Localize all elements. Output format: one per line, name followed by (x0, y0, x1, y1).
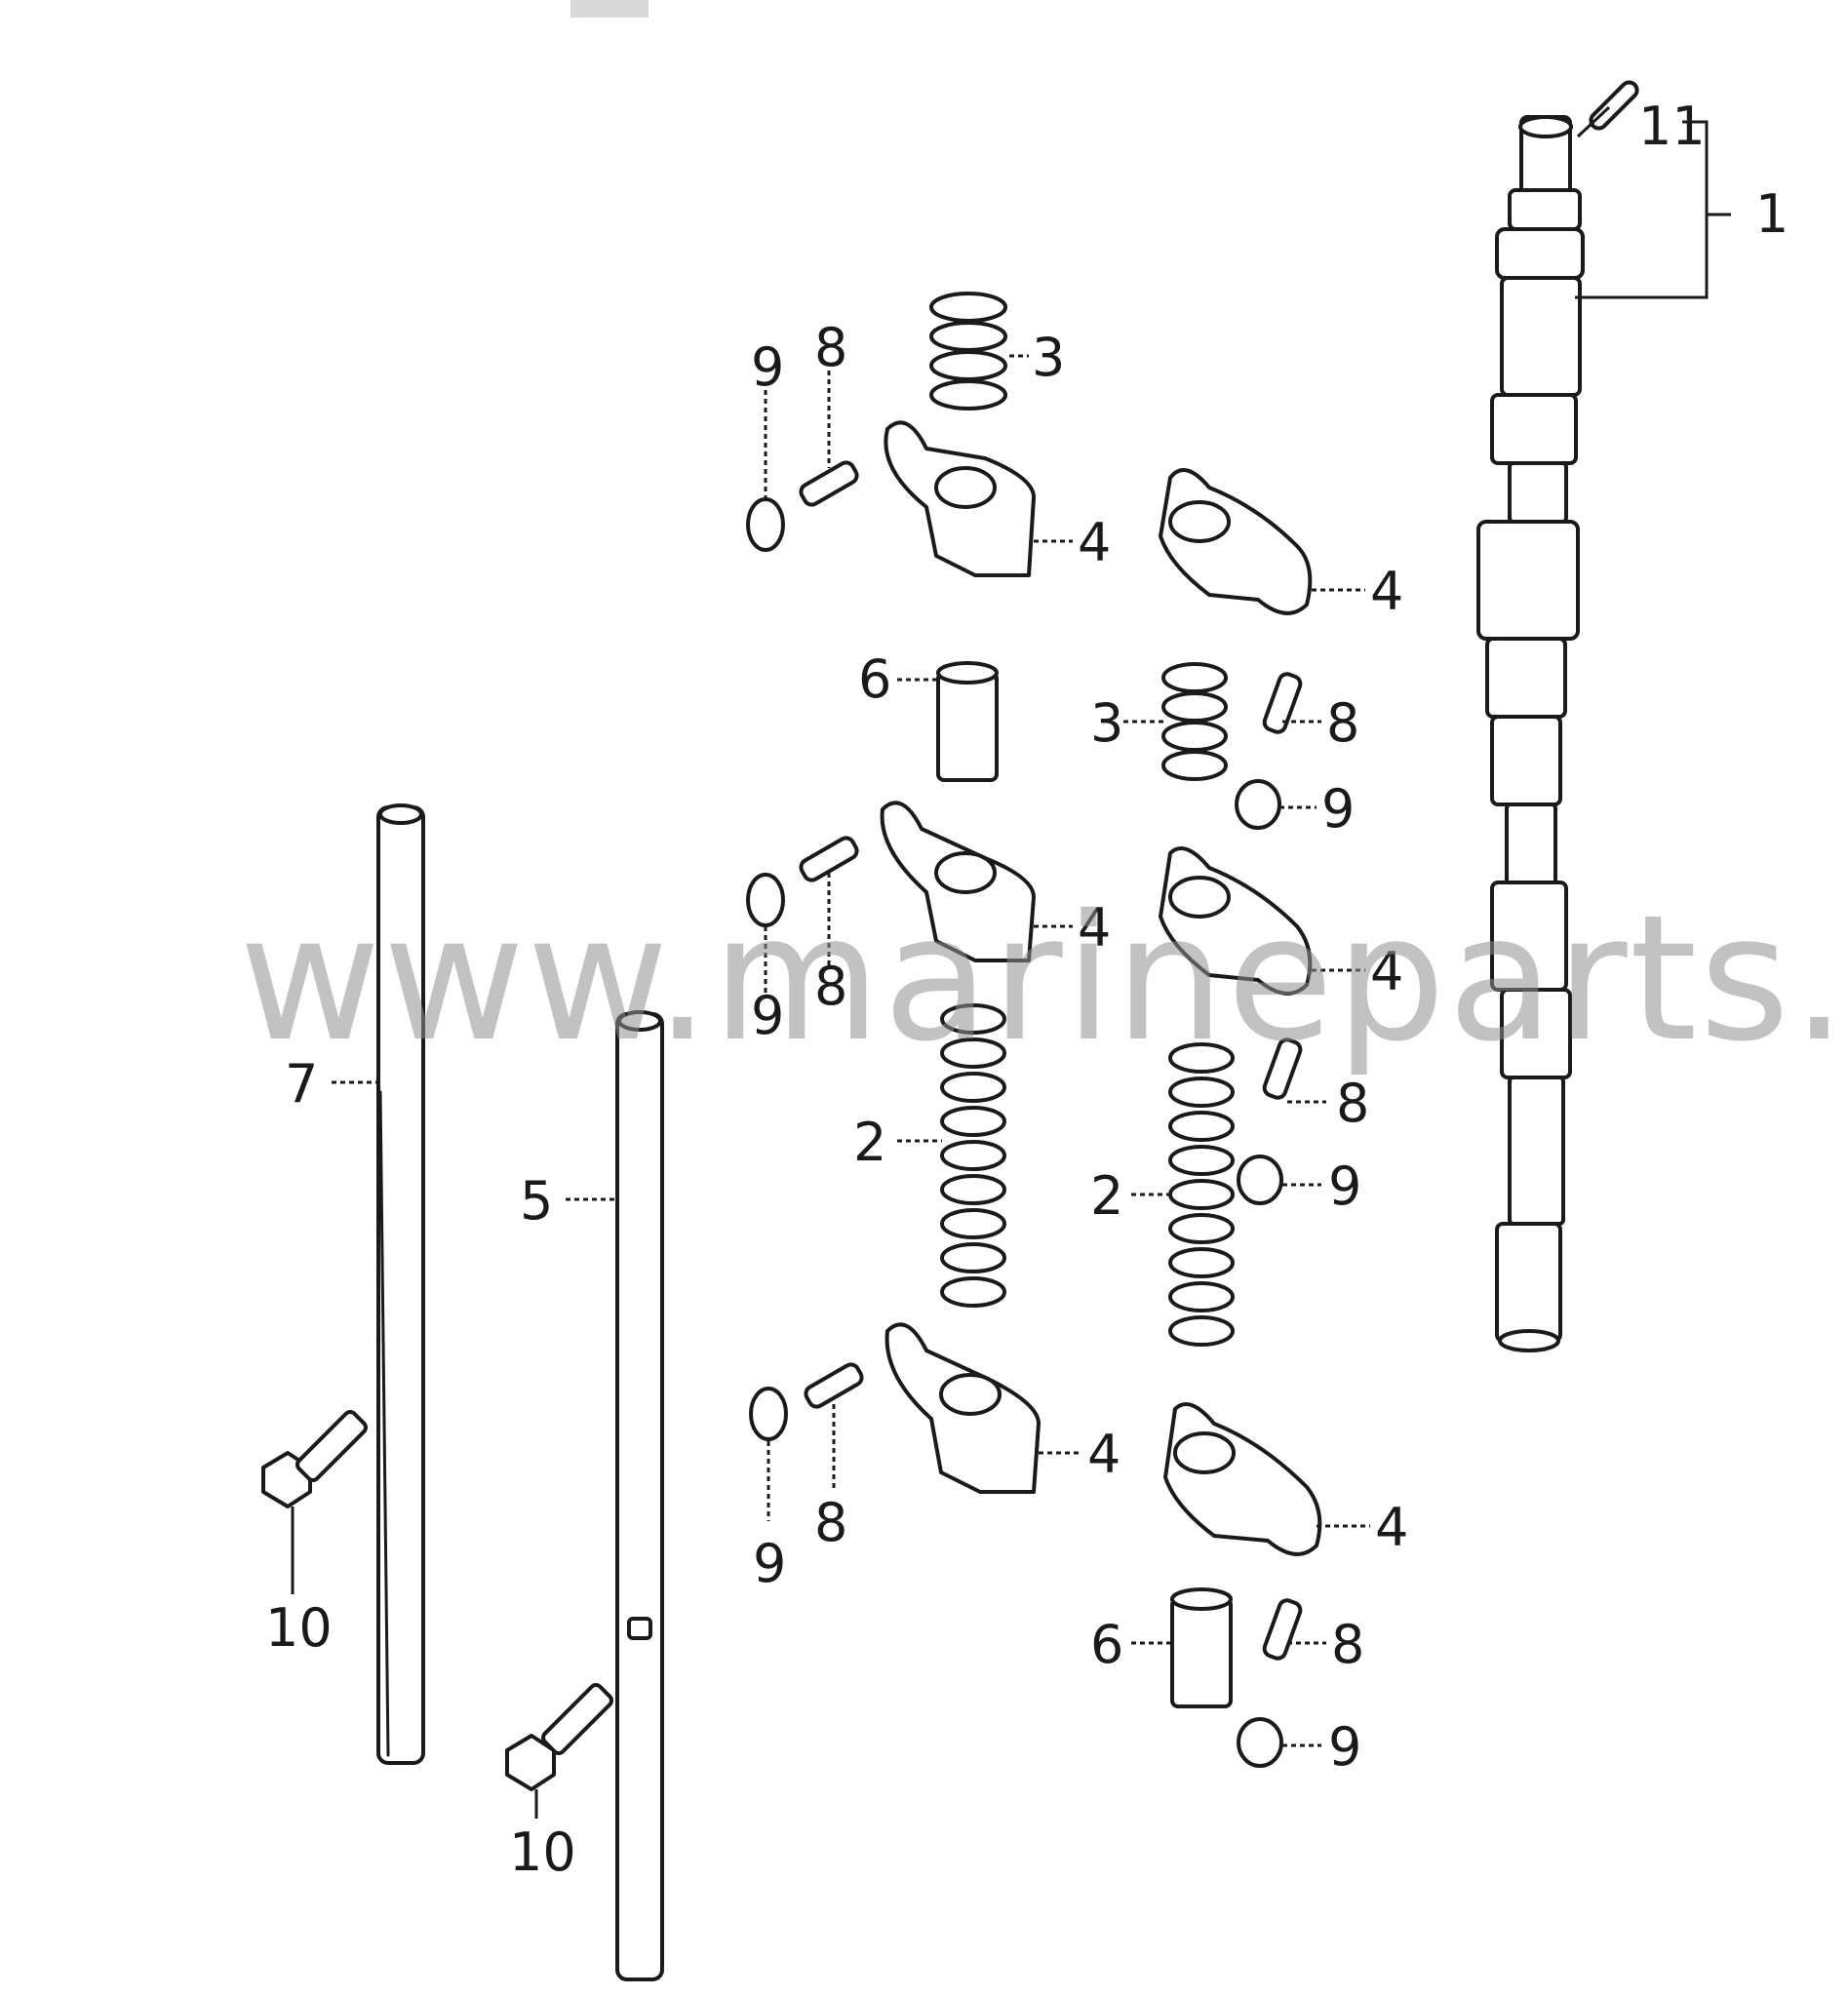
callout-5: 5 (520, 1170, 553, 1232)
callout-1: 1 (1755, 183, 1789, 245)
callout-10-left: 10 (265, 1597, 333, 1659)
leader-lines (291, 354, 1370, 1819)
callout-3-top: 3 (1032, 327, 1065, 388)
pin-11 (1589, 80, 1639, 131)
callout-7: 7 (285, 1053, 318, 1115)
lock-nut-bottom-right (1237, 1717, 1283, 1768)
bolt-right (505, 1683, 613, 1791)
rocker-arm-bottom-left (885, 1322, 1041, 1494)
adjusting-screw-low-right (1262, 1038, 1303, 1100)
callout-11: 11 (1638, 96, 1706, 157)
top-tab-mark (570, 0, 649, 18)
adjusting-screw-bottom-left (804, 1362, 864, 1409)
rocker-arm-bottom-right (1163, 1402, 1322, 1556)
callout-8-right-low: 8 (1336, 1073, 1369, 1134)
camshaft (1476, 115, 1585, 1352)
callout-4-e: 4 (1087, 1424, 1121, 1485)
callout-9-bot: 9 (753, 1533, 786, 1594)
adjusting-screw-top-left (799, 460, 859, 507)
callout-2-right: 2 (1090, 1165, 1123, 1227)
callout-10-right: 10 (509, 1821, 576, 1883)
callout-2-left: 2 (853, 1112, 886, 1173)
rocker-shaft-5 (615, 1010, 664, 1981)
callout-9-left-mid: 9 (751, 985, 784, 1046)
callout-6-top: 6 (858, 648, 891, 710)
rocker-arm-top-right (1159, 468, 1313, 615)
callout-4-f: 4 (1375, 1497, 1408, 1558)
leader-11 (1576, 105, 1611, 138)
rocker-shaft-7 (376, 803, 425, 1765)
leader-1 (1575, 120, 1731, 299)
spring-long-right (1168, 1042, 1235, 1347)
adjusting-screw-bottom-right (1262, 1598, 1303, 1661)
callout-9-top: 9 (751, 336, 784, 398)
callout-6-bot: 6 (1090, 1614, 1123, 1675)
callout-4-a: 4 (1078, 512, 1111, 573)
callout-8-bot: 8 (814, 1492, 847, 1553)
lock-nut-mid-left (746, 873, 785, 927)
callout-4-b: 4 (1370, 561, 1403, 622)
lock-nut-mid-right (1235, 779, 1281, 830)
callout-4-c: 4 (1078, 897, 1111, 959)
lock-nut-top-left (746, 497, 785, 552)
lock-nut-low-right (1237, 1155, 1283, 1205)
callout-8-mid: 8 (1326, 692, 1359, 754)
collar-top (936, 661, 999, 782)
lock-nut-bottom-left (749, 1387, 788, 1441)
callout-8-top: 8 (814, 317, 847, 378)
spring-small-mid (1161, 662, 1228, 781)
callout-4-d: 4 (1370, 941, 1403, 1002)
adjusting-screw-mid-left (799, 836, 859, 882)
collar-bottom (1170, 1587, 1233, 1708)
callout-8-bot-right: 8 (1331, 1614, 1364, 1675)
spring-small-top (929, 292, 1007, 411)
bolt-left (261, 1410, 368, 1508)
callout-8-left-mid: 8 (814, 956, 847, 1017)
callout-9-right-low: 9 (1328, 1155, 1361, 1217)
rocker-arm-top-left (884, 420, 1036, 577)
callout-9-bot-right: 9 (1328, 1716, 1361, 1778)
adjusting-screw-mid-right (1262, 672, 1303, 734)
watermark-text: www.marineparts.eu (239, 878, 1848, 1079)
callout-9-mid: 9 (1321, 778, 1355, 840)
rocker-arm-mid-right (1159, 846, 1313, 996)
spring-long-left (940, 1003, 1006, 1308)
rocker-arm-mid-left (880, 801, 1036, 962)
callout-3-mid: 3 (1090, 692, 1123, 754)
